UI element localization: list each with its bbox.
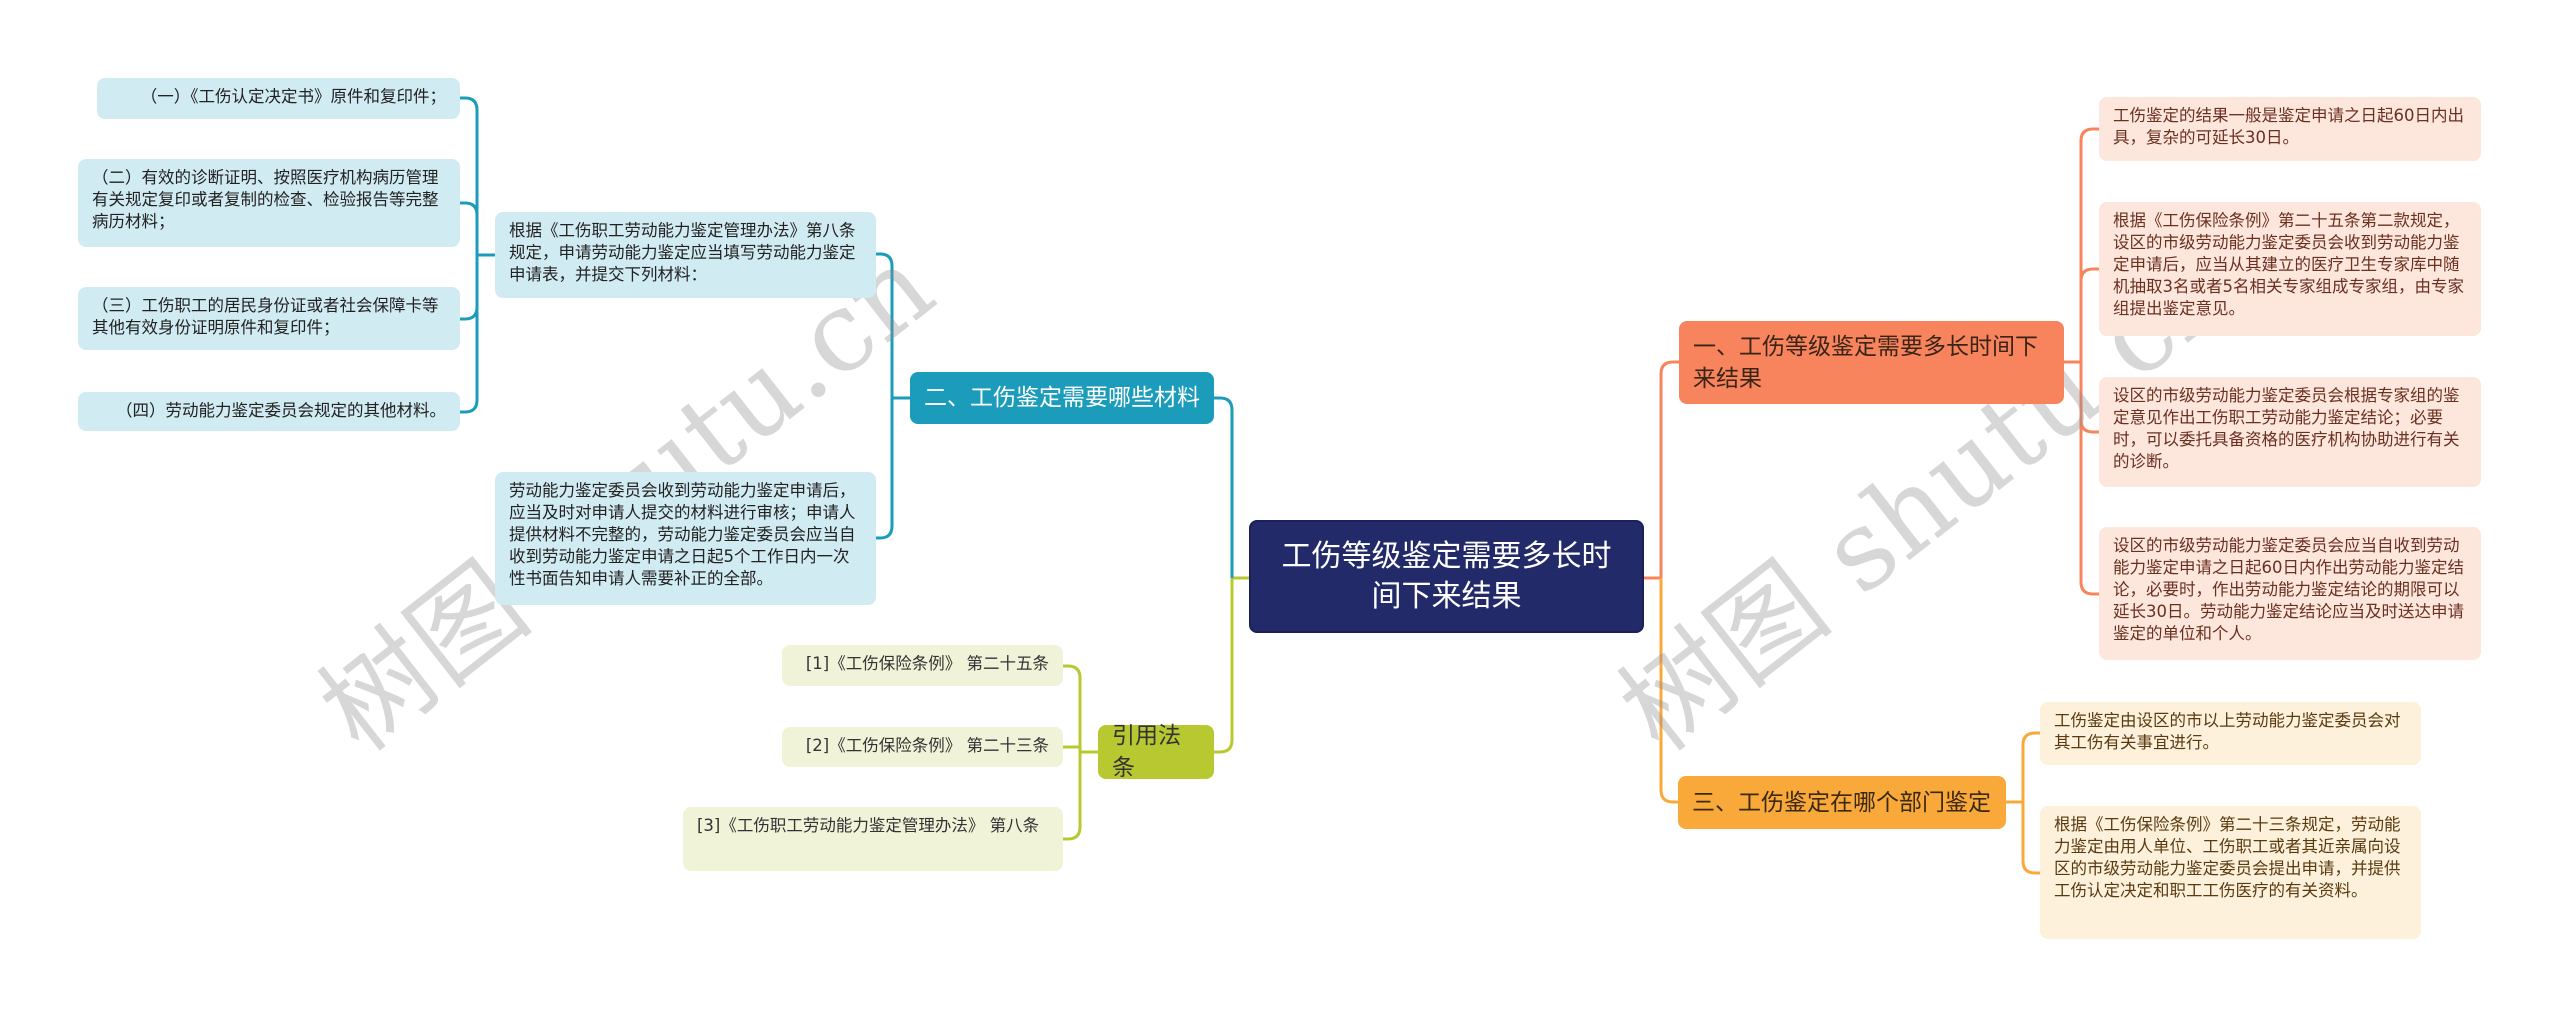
reference-item-3-text: [3]《工伤职工劳动能力鉴定管理办法》 第八条 [697, 816, 1040, 835]
branch-time-label: 一、工伤等级鉴定需要多长时间下来结果 [1693, 333, 2038, 392]
department-leaf-1-text: 工伤鉴定由设区的市以上劳动能力鉴定委员会对其工伤有关事宜进行。 [2054, 711, 2401, 752]
material-item-1[interactable]: （一）《工伤认定决定书》原件和复印件； [97, 78, 460, 119]
time-leaf-4-text: 设区的市级劳动能力鉴定委员会应当自收到劳动能力鉴定申请之日起60日内作出劳动能力… [2113, 536, 2464, 643]
department-leaf-1[interactable]: 工伤鉴定由设区的市以上劳动能力鉴定委员会对其工伤有关事宜进行。 [2040, 702, 2421, 765]
materials-rule-text: 根据《工伤职工劳动能力鉴定管理办法》第八条规定，申请劳动能力鉴定应当填写劳动能力… [509, 221, 856, 284]
material-item-4[interactable]: （四）劳动能力鉴定委员会规定的其他材料。 [78, 392, 460, 431]
branch-references-label: 引用法条 [1112, 723, 1181, 781]
time-leaf-1[interactable]: 工伤鉴定的结果一般是鉴定申请之日起60日内出具，复杂的可延长30日。 [2099, 97, 2481, 161]
material-item-4-text: （四）劳动能力鉴定委员会规定的其他材料。 [116, 401, 446, 420]
material-item-3[interactable]: （三）工伤职工的居民身份证或者社会保障卡等其他有效身份证明原件和复印件； [78, 287, 460, 350]
reference-item-2-text: [2]《工伤保险条例》 第二十三条 [805, 736, 1049, 755]
materials-review-node[interactable]: 劳动能力鉴定委员会收到劳动能力鉴定申请后，应当及时对申请人提交的材料进行审核；申… [495, 472, 876, 605]
time-leaf-2[interactable]: 根据《工伤保险条例》第二十五条第二款规定，设区的市级劳动能力鉴定委员会收到劳动能… [2099, 202, 2481, 336]
branch-time[interactable]: 一、工伤等级鉴定需要多长时间下来结果 [1679, 321, 2064, 404]
branch-materials-label: 二、工伤鉴定需要哪些材料 [924, 385, 1200, 411]
time-leaf-3-text: 设区的市级劳动能力鉴定委员会根据专家组的鉴定意见作出工伤职工劳动能力鉴定结论；必… [2113, 386, 2460, 471]
central-topic[interactable]: 工伤等级鉴定需要多长时间下来结果 [1249, 520, 1644, 633]
time-leaf-2-text: 根据《工伤保险条例》第二十五条第二款规定，设区的市级劳动能力鉴定委员会收到劳动能… [2113, 211, 2464, 318]
material-item-2-text: （二）有效的诊断证明、按照医疗机构病历管理有关规定复印或者复制的检查、检验报告等… [92, 168, 439, 231]
department-leaf-2-text: 根据《工伤保险条例》第二十三条规定，劳动能力鉴定由用人单位、工伤职工或者其近亲属… [2054, 815, 2401, 900]
department-leaf-2[interactable]: 根据《工伤保险条例》第二十三条规定，劳动能力鉴定由用人单位、工伤职工或者其近亲属… [2040, 806, 2421, 939]
materials-review-text: 劳动能力鉴定委员会收到劳动能力鉴定申请后，应当及时对申请人提交的材料进行审核；申… [509, 481, 856, 588]
reference-item-1[interactable]: [1]《工伤保险条例》 第二十五条 [782, 645, 1063, 686]
reference-item-1-text: [1]《工伤保险条例》 第二十五条 [805, 654, 1049, 673]
central-topic-label: 工伤等级鉴定需要多长时间下来结果 [1281, 538, 1612, 614]
material-item-1-text: （一）《工伤认定决定书》原件和复印件； [140, 87, 446, 106]
branch-references[interactable]: 引用法条 [1098, 723, 1214, 781]
reference-item-3[interactable]: [3]《工伤职工劳动能力鉴定管理办法》 第八条 [683, 807, 1063, 871]
time-leaf-3[interactable]: 设区的市级劳动能力鉴定委员会根据专家组的鉴定意见作出工伤职工劳动能力鉴定结论；必… [2099, 377, 2481, 487]
branch-materials[interactable]: 二、工伤鉴定需要哪些材料 [910, 372, 1214, 424]
branch-department-label: 三、工伤鉴定在哪个部门鉴定 [1692, 789, 1991, 816]
material-item-3-text: （三）工伤职工的居民身份证或者社会保障卡等其他有效身份证明原件和复印件； [92, 296, 439, 337]
time-leaf-1-text: 工伤鉴定的结果一般是鉴定申请之日起60日内出具，复杂的可延长30日。 [2113, 106, 2464, 147]
reference-item-2[interactable]: [2]《工伤保险条例》 第二十三条 [782, 727, 1063, 767]
branch-department[interactable]: 三、工伤鉴定在哪个部门鉴定 [1678, 776, 2006, 829]
time-leaf-4[interactable]: 设区的市级劳动能力鉴定委员会应当自收到劳动能力鉴定申请之日起60日内作出劳动能力… [2099, 527, 2481, 660]
material-item-2[interactable]: （二）有效的诊断证明、按照医疗机构病历管理有关规定复印或者复制的检查、检验报告等… [78, 159, 460, 247]
materials-rule-node[interactable]: 根据《工伤职工劳动能力鉴定管理办法》第八条规定，申请劳动能力鉴定应当填写劳动能力… [495, 212, 876, 298]
